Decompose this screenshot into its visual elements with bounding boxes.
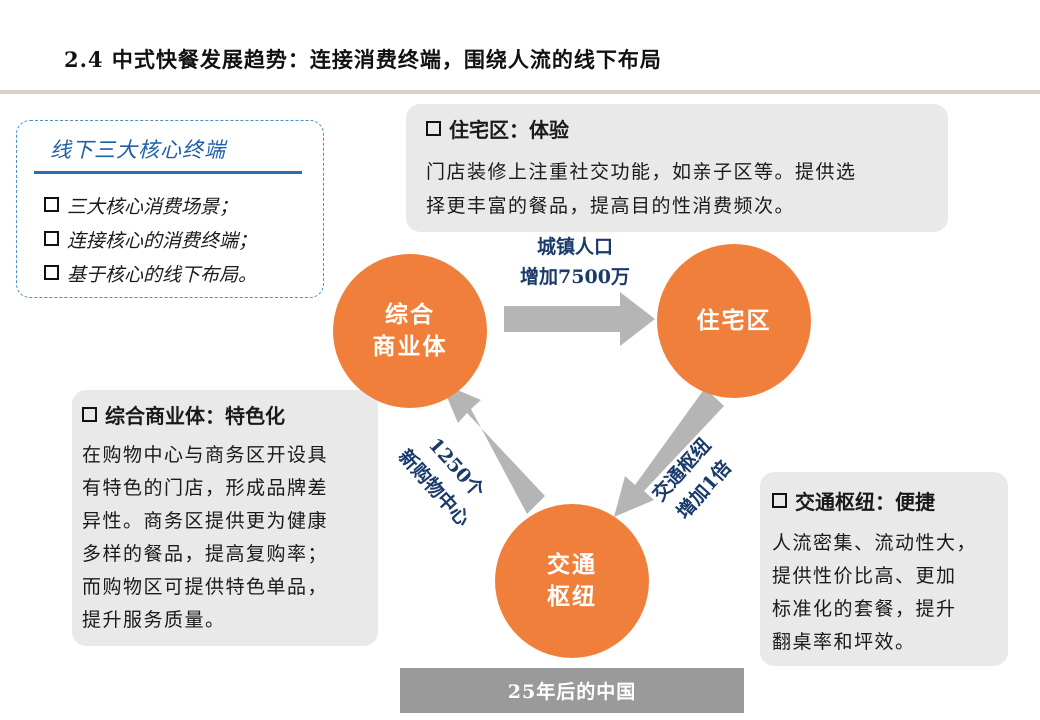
residential-circle: 住宅区 bbox=[657, 244, 811, 398]
footer-banner: 25年后的中国 bbox=[400, 668, 744, 713]
commercial-heading: 综合商业体：特色化 bbox=[82, 400, 378, 429]
commercial-box: 综合商业体：特色化 在购物中心与商务区开设具 有特色的门店，形成品牌差 异性。商… bbox=[72, 390, 378, 646]
arrow-label-top: 城镇人口增加7500万 bbox=[520, 236, 630, 288]
arrow-up-left bbox=[441, 383, 545, 514]
page-title: 2.4 中式快餐发展趋势：连接消费终端，围绕人流的线下布局 bbox=[64, 47, 662, 72]
list-item: 三大核心消费场景； bbox=[44, 190, 257, 224]
transport-text: 人流密集、流动性大， 提供性价比高、更加 标准化的套餐，提升 翻桌率和坪效。 bbox=[772, 532, 978, 653]
offline-terminals-heading: 线下三大核心终端 bbox=[50, 138, 226, 162]
offline-terminals-underline bbox=[34, 171, 302, 174]
checkbox-icon bbox=[772, 493, 787, 508]
arrow-right bbox=[504, 292, 655, 346]
title-divider bbox=[0, 90, 1040, 94]
residential-box: 住宅区：体验 门店装修上注重社交功能，如亲子区等。提供选择更丰富的餐品，提高目的… bbox=[406, 104, 948, 232]
checkbox-icon bbox=[44, 197, 59, 212]
checkbox-icon bbox=[426, 121, 441, 136]
transport-box: 交通枢纽：便捷 人流密集、流动性大， 提供性价比高、更加 标准化的套餐，提升 翻… bbox=[760, 472, 1008, 666]
commercial-text: 在购物中心与商务区开设具 有特色的门店，形成品牌差 异性。商务区提供更为健康 多… bbox=[82, 444, 329, 631]
transport-heading: 交通枢纽：便捷 bbox=[772, 486, 1008, 515]
offline-terminals-box bbox=[16, 120, 324, 298]
commercial-circle: 综合商业体 bbox=[333, 254, 487, 408]
residential-heading: 住宅区：体验 bbox=[426, 114, 948, 143]
transport-circle: 交通枢纽 bbox=[495, 504, 649, 658]
list-item: 连接核心的消费终端； bbox=[44, 224, 257, 258]
checkbox-icon bbox=[44, 231, 59, 246]
checkbox-icon bbox=[44, 265, 59, 280]
checkbox-icon bbox=[82, 407, 97, 422]
list-item: 基于核心的线下布局。 bbox=[44, 258, 257, 292]
residential-text: 门店装修上注重社交功能，如亲子区等。提供选择更丰富的餐品，提高目的性消费频次。 bbox=[426, 161, 857, 217]
arrow-down-left bbox=[614, 388, 724, 517]
offline-terminals-list: 三大核心消费场景； 连接核心的消费终端； 基于核心的线下布局。 bbox=[44, 190, 257, 292]
